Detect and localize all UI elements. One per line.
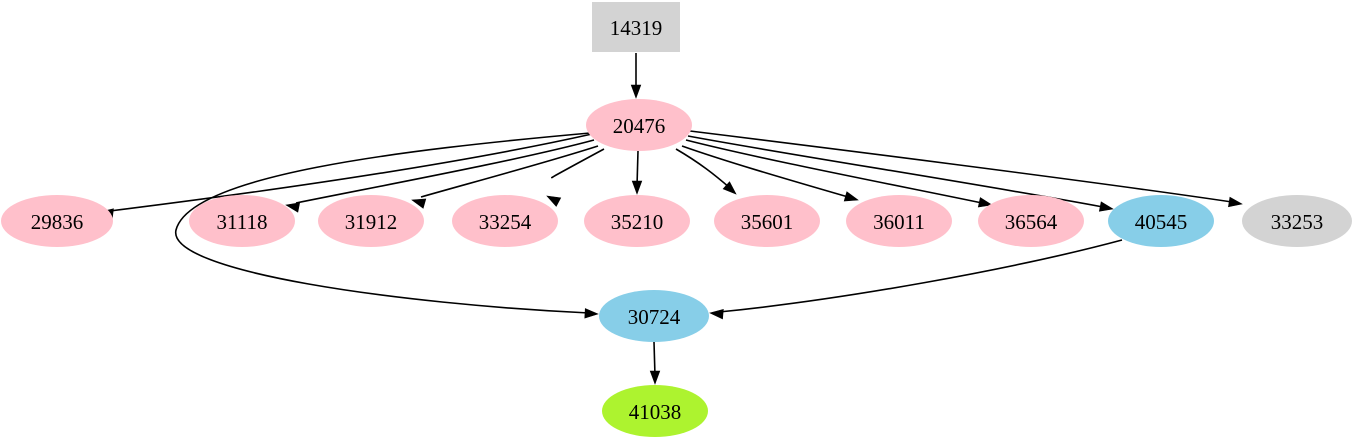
edge-20476-to-35210 (631, 150, 643, 195)
edge-20476-to-36564 (685, 139, 993, 208)
node-ellipse[interactable] (452, 195, 558, 247)
edge-20476-to-31118 (285, 139, 595, 213)
graph-node-41038[interactable]: 41038 (602, 385, 708, 437)
graph-node-36564[interactable]: 36564 (978, 195, 1084, 247)
arrowhead-icon (411, 198, 427, 209)
node-ellipse[interactable] (1, 195, 113, 247)
edge-line (653, 341, 656, 377)
arrowhead-icon (1098, 201, 1114, 212)
edge-14319-to-20476 (630, 53, 642, 99)
edge-line (295, 139, 595, 204)
node-ellipse[interactable] (318, 195, 424, 247)
node-label: 35601 (741, 210, 794, 234)
node-label: 33253 (1271, 210, 1324, 234)
edge-40545-to-30724 (709, 239, 1123, 320)
node-label: 36011 (873, 210, 925, 234)
nodes-layer: 14319 20476 29836 31118 31912 33254 35210 35601… (1, 2, 1352, 437)
graph-node-14319[interactable]: 14319 (592, 2, 680, 52)
node-ellipse[interactable] (584, 195, 690, 247)
graph-node-30724[interactable]: 30724 (599, 290, 709, 342)
edge-20476-to-35601 (675, 148, 737, 195)
node-ellipse[interactable] (599, 290, 709, 342)
node-ellipse[interactable] (1108, 195, 1214, 247)
edge-line (675, 148, 731, 189)
node-label: 33254 (479, 210, 532, 234)
edge-20476-to-33254 (546, 148, 605, 207)
arrowhead-icon (285, 202, 301, 213)
edge-20476-to-31912 (411, 145, 599, 209)
edge-20476-to-36011 (681, 145, 859, 202)
arrowhead-icon (546, 195, 562, 207)
edge-line (550, 148, 605, 179)
graph-node-35601[interactable]: 35601 (714, 195, 820, 247)
arrowhead-icon (630, 84, 642, 99)
edge-line (420, 145, 599, 198)
edge-line (636, 150, 639, 187)
node-label: 31118 (217, 210, 268, 234)
node-label: 41038 (629, 400, 682, 424)
graph-node-40545[interactable]: 40545 (1108, 195, 1214, 247)
edge-line (109, 133, 593, 212)
arrowhead-icon (709, 308, 724, 320)
node-label: 35210 (611, 210, 664, 234)
edge-line (681, 145, 849, 198)
edge-30724-to-41038 (649, 341, 661, 385)
arrowhead-icon (631, 180, 643, 195)
node-label: 31912 (345, 210, 398, 234)
node-ellipse[interactable] (586, 99, 692, 151)
node-ellipse[interactable] (714, 195, 820, 247)
edge-line (175, 132, 591, 314)
arrowhead-icon (1228, 196, 1243, 208)
node-ellipse[interactable] (602, 385, 708, 437)
graph-node-29836[interactable]: 29836 (1, 195, 113, 247)
node-ellipse[interactable] (189, 195, 295, 247)
graph-node-31912[interactable]: 31912 (318, 195, 424, 247)
graph-node-36011[interactable]: 36011 (846, 195, 952, 247)
node-rect[interactable] (592, 2, 680, 52)
arrowhead-icon (649, 370, 661, 385)
node-label: 30724 (628, 305, 681, 329)
node-ellipse[interactable] (1242, 195, 1352, 247)
graph-node-35210[interactable]: 35210 (584, 195, 690, 247)
node-label: 40545 (1135, 210, 1188, 234)
graph-node-33253[interactable]: 33253 (1242, 195, 1352, 247)
node-label: 14319 (610, 16, 663, 40)
edge-line (685, 139, 983, 204)
node-ellipse[interactable] (978, 195, 1084, 247)
edges-layer (99, 53, 1243, 385)
node-label: 29836 (31, 210, 84, 234)
graph-node-33254[interactable]: 33254 (452, 195, 558, 247)
node-ellipse[interactable] (846, 195, 952, 247)
edge-20476-to-30724 (175, 132, 599, 319)
edge-line (718, 239, 1123, 313)
edge-line (689, 130, 1233, 203)
edge-20476-to-33253 (689, 130, 1243, 208)
node-label: 36564 (1005, 210, 1058, 234)
arrowhead-icon (843, 191, 859, 202)
graph-node-31118[interactable]: 31118 (189, 195, 295, 247)
graph-node-20476[interactable]: 20476 (586, 99, 692, 151)
arrowhead-icon (722, 181, 737, 195)
arrowhead-icon (977, 197, 993, 208)
arrowhead-icon (584, 308, 599, 319)
node-label: 20476 (613, 114, 666, 138)
